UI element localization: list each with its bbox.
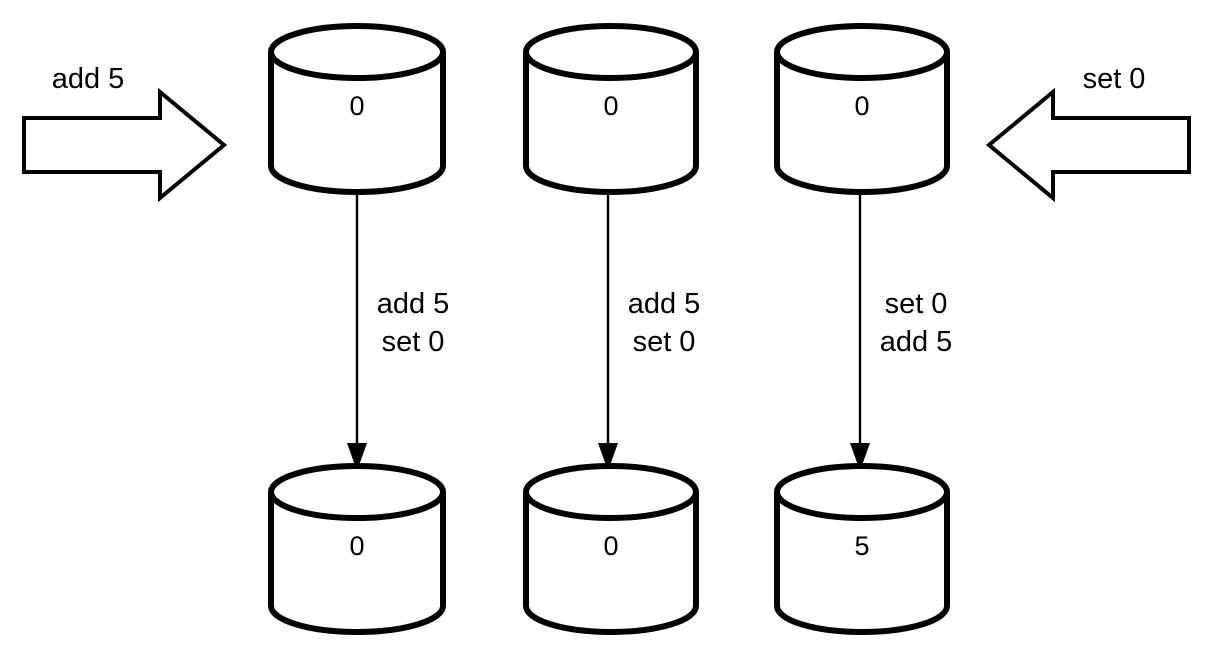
replica-2-operation-1: add 5 <box>628 288 701 320</box>
arrowhead-down-icon <box>598 443 618 471</box>
replica-2-final-value: 0 <box>603 531 618 561</box>
replica-2-operation-2: set 0 <box>633 326 696 358</box>
replica-2-flow-arrow <box>598 190 618 471</box>
database-cylinder-icon <box>268 489 446 635</box>
replica-1-operations-label: add 5 set 0 <box>377 288 450 358</box>
replica-3-operations-label: set 0 add 5 <box>880 288 953 358</box>
database-cylinder-icon <box>774 49 950 195</box>
replica-1-flow-arrow <box>347 190 367 471</box>
database-cylinder-top-icon <box>268 463 446 521</box>
replica-3-operation-2: add 5 <box>880 326 953 358</box>
database-cylinder-icon <box>523 489 699 635</box>
arrowhead-down-icon <box>850 443 870 471</box>
block-arrow-left-icon[interactable] <box>985 87 1191 203</box>
replica-3-initial-value: 0 <box>854 91 869 121</box>
database-cylinder-icon <box>774 489 950 635</box>
database-cylinder-icon <box>268 49 446 195</box>
database-cylinder-icon <box>523 49 699 195</box>
database-cylinder-top-icon <box>523 23 699 81</box>
database-cylinder-top-icon <box>268 23 446 81</box>
client-right-label: set 0 <box>1083 63 1146 95</box>
replica-1-final-node[interactable]: 0 <box>268 463 446 635</box>
replica-2-initial-node[interactable]: 0 <box>523 23 699 195</box>
arrowhead-down-icon <box>347 443 367 471</box>
replica-3-final-node[interactable]: 5 <box>774 463 950 635</box>
block-arrow-right-icon[interactable] <box>22 87 228 203</box>
replica-2-final-node[interactable]: 0 <box>523 463 699 635</box>
replica-2-initial-value: 0 <box>603 91 618 121</box>
database-cylinder-top-icon <box>774 23 950 81</box>
replica-3-operation-1: set 0 <box>885 288 948 320</box>
client-left-label: add 5 <box>52 63 125 95</box>
replica-1-operation-1: add 5 <box>377 288 450 320</box>
replica-3-flow-arrow <box>850 190 870 471</box>
replica-3-final-value: 5 <box>854 531 869 561</box>
replica-3-initial-node[interactable]: 0 <box>774 23 950 195</box>
client-right-group[interactable]: set 0 <box>985 63 1191 203</box>
replica-1-initial-node[interactable]: 0 <box>268 23 446 195</box>
replica-2-operations-label: add 5 set 0 <box>628 288 701 358</box>
replica-1-initial-value: 0 <box>349 91 364 121</box>
database-cylinder-top-icon <box>774 463 950 521</box>
client-left-group[interactable]: add 5 <box>22 63 228 203</box>
replica-1-operation-2: set 0 <box>382 326 445 358</box>
replica-1-final-value: 0 <box>349 531 364 561</box>
database-cylinder-top-icon <box>523 463 699 521</box>
